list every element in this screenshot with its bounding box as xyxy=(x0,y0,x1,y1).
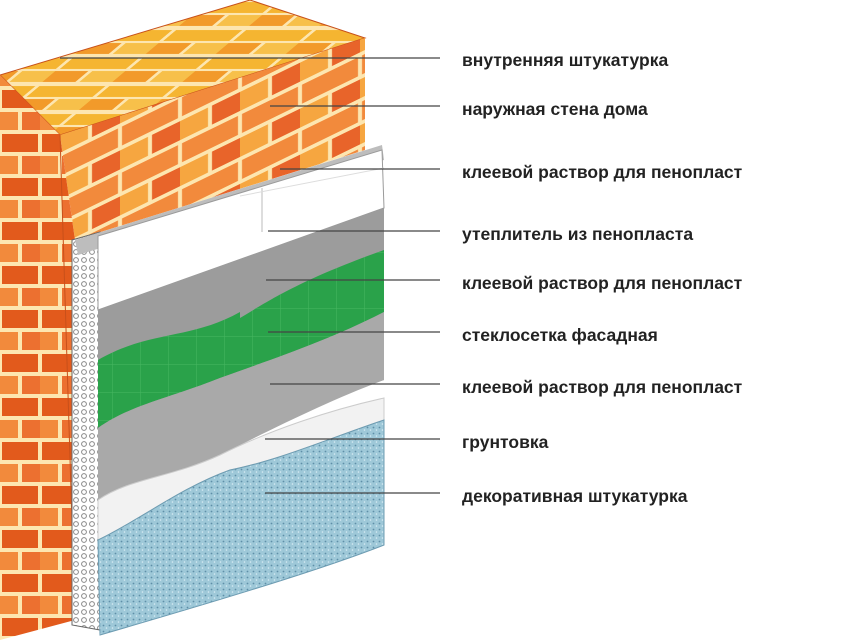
foam-edge-strip xyxy=(71,231,101,631)
label-outer-wall: наружная стена дома xyxy=(462,99,648,119)
brick-wall-front xyxy=(60,38,365,240)
label-decorative-plaster: декоративная штукатурка xyxy=(462,486,688,506)
labels: внутренняя штукатурка наружная стена дом… xyxy=(462,50,743,506)
label-foam-insulation: утеплитель из пенопласта xyxy=(462,224,693,244)
label-inner-plaster: внутренняя штукатурка xyxy=(462,50,668,70)
brick-wall-side xyxy=(0,75,75,640)
foam-board-joint-2 xyxy=(239,167,385,197)
leader-lines xyxy=(60,57,440,494)
adhesive-layer-3 xyxy=(98,312,384,500)
decorative-plaster xyxy=(97,419,385,636)
label-adhesive-1: клеевой раствор для пенопласт xyxy=(462,162,743,182)
label-adhesive-3: клеевой раствор для пенопласт xyxy=(462,377,743,397)
label-fiberglass-mesh: стеклосетка фасадная xyxy=(462,325,658,345)
label-primer: грунтовка xyxy=(462,432,549,452)
fiberglass-mesh xyxy=(98,250,384,428)
label-adhesive-2: клеевой раствор для пенопласт xyxy=(462,273,743,293)
